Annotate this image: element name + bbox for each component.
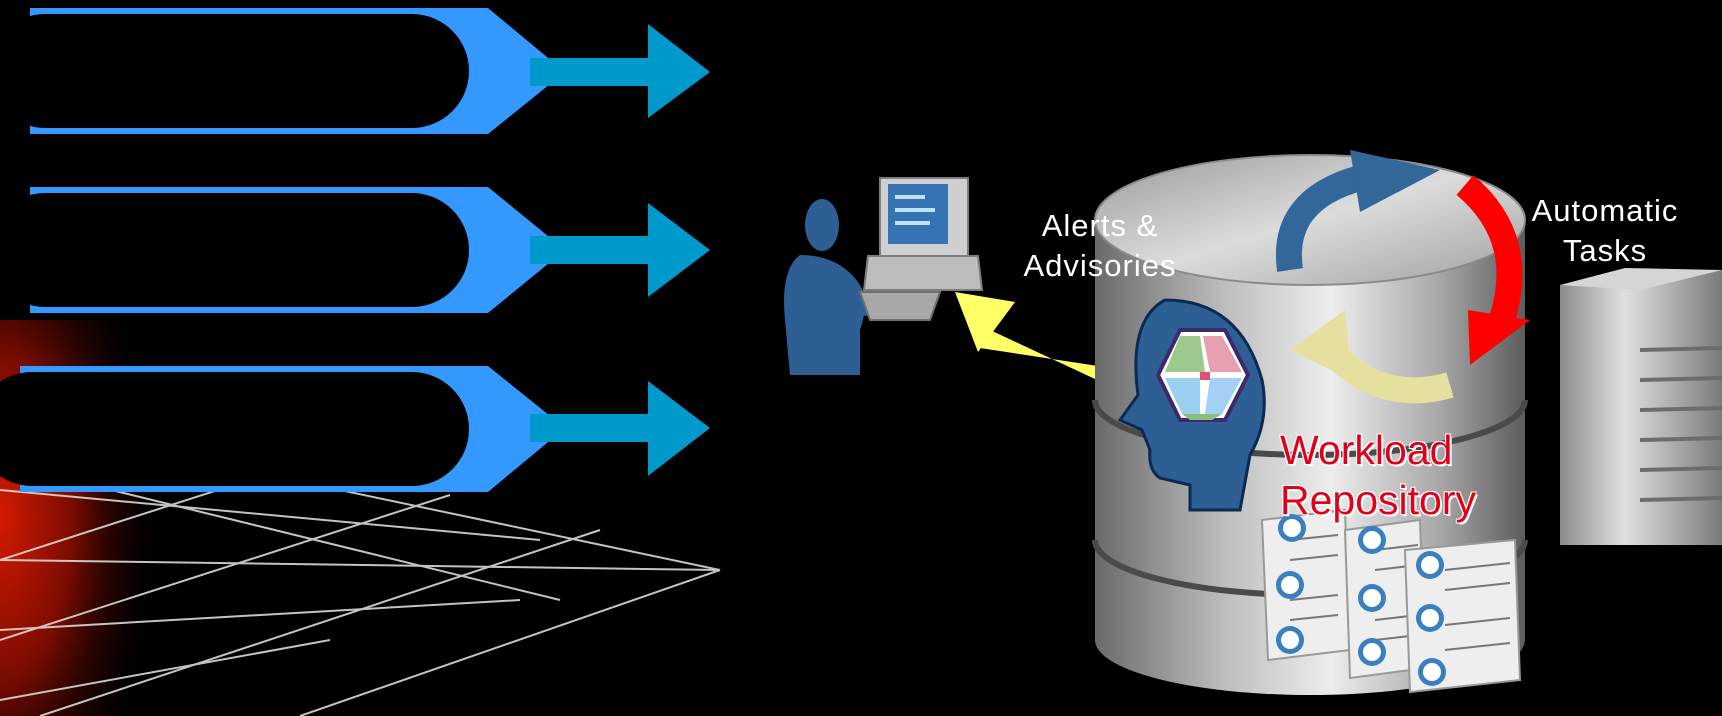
automatic-tasks-label-line1: Automatic	[1531, 193, 1679, 228]
automatic-tasks-cycle-icon	[1275, 150, 1530, 404]
alert-arrow	[955, 292, 1110, 386]
clock-documents-icon	[1260, 508, 1522, 694]
workload-repository-label-line1: Workload	[1280, 427, 1453, 473]
user-at-computer-icon	[784, 177, 984, 375]
server-tower-icon	[1560, 268, 1722, 545]
workload-repository-label-line2: Repository	[1280, 477, 1476, 523]
alerts-advisories-label-line2: Advisories	[1023, 248, 1177, 283]
automatic-tasks-label-line2: Tasks	[1562, 233, 1648, 268]
alerts-advisories-label-line1: Alerts &	[1041, 208, 1159, 243]
pill-arrow-1	[0, 8, 710, 134]
pill-arrow-2	[0, 187, 710, 313]
brain-head-icon	[1117, 298, 1266, 512]
clock-document-1	[1260, 508, 1352, 662]
clock-document-3	[1403, 538, 1522, 694]
pill-arrow-3	[0, 366, 710, 492]
